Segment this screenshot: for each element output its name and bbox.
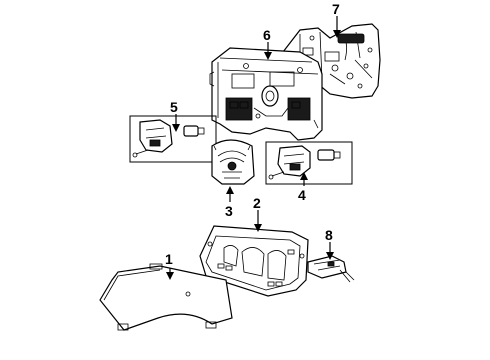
part-5-switch-assembly xyxy=(129,115,217,163)
callout-5: 5 xyxy=(170,99,178,115)
part-2-cluster-mask xyxy=(199,225,309,297)
callout-3: 3 xyxy=(225,203,233,219)
callout-labels: 7 6 5 4 3 2 1 8 xyxy=(165,1,340,267)
callout-2: 2 xyxy=(253,195,261,211)
part-4-switch-assembly xyxy=(265,141,353,185)
part-6-cluster-housing xyxy=(209,47,323,141)
part-1-lens xyxy=(99,263,233,331)
leader-lines xyxy=(166,16,341,280)
callout-1: 1 xyxy=(165,251,173,267)
callout-6: 6 xyxy=(263,27,271,43)
part-8-bracket xyxy=(307,255,355,283)
part-3-gauge xyxy=(211,139,255,185)
callout-8: 8 xyxy=(325,227,333,243)
callout-4: 4 xyxy=(298,187,306,203)
callout-7: 7 xyxy=(332,1,340,17)
